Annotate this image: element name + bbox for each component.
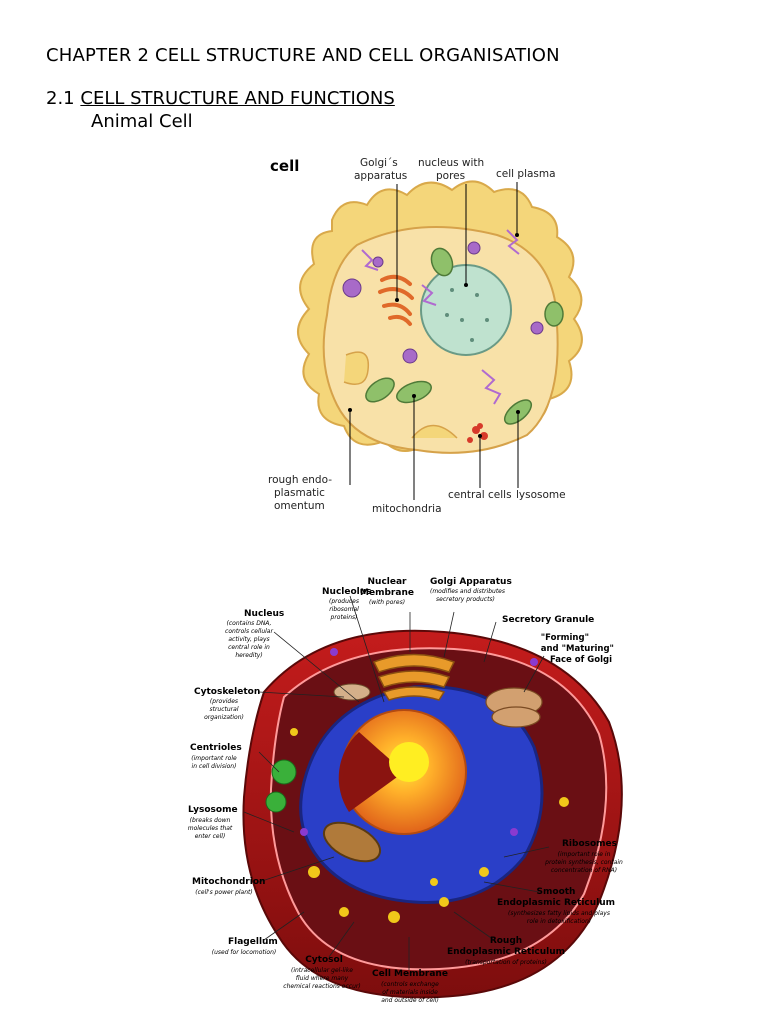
desc-centrioles-1: (important role [191,755,237,762]
label-rough-er-2: Endoplasmic Reticulum [447,947,565,957]
desc-membrane-1: (controls exchange [381,981,439,988]
desc-membrane-3: and outside of cell) [381,997,439,1004]
label-mitochondrion: Mitochondrion [192,877,265,887]
desc-cytosol-3: chemical reactions occur) [283,983,360,990]
animal-cell-3d-diagram: Nucleolus (produces ribosomal proteins) … [184,572,630,1012]
fig1-title: cell [270,157,299,175]
label-golgi-2: apparatus [354,170,407,182]
animal-cell-sketch: cell Golgi´s apparatus nucleus with pore… [262,150,634,518]
desc-flagellum: (used for locomotion) [212,949,277,956]
label-cytoskeleton: Cytoskeleton [194,687,260,697]
desc-lysosome-3: enter cell) [195,833,226,840]
desc-nucleolus-3: proteins) [330,614,358,621]
subsection-heading: Animal Cell [91,111,193,132]
label-smooth-2: Endoplasmic Reticulum [497,898,615,908]
label-forming-1: "Forming" [541,633,589,643]
label-central-cells: central cells [448,489,512,501]
label-rough-er-1: Rough [490,936,522,946]
label-nucleus-1: nucleus with [418,157,484,169]
label-cell-plasma: cell plasma [496,168,556,180]
label-cytosol: Cytosol [305,955,343,965]
desc-nucleus-5: heredity) [235,652,262,659]
desc-lysosome-2: molecules that [188,825,233,832]
label-nuclear-1: Nuclear [368,577,408,587]
desc-nucleus-2: controls cellular [225,628,273,635]
label-ribosomes: Ribosomes [562,839,617,849]
desc-nucleus-4: central role in [228,644,270,651]
section-number: 2.1 [46,88,75,109]
label-nucleus-2: pores [436,170,465,182]
desc-mitochondrion: (cell's power plant) [195,889,252,896]
desc-ribosomes-3: concentration of RNA) [551,867,617,874]
label-rough-3: omentum [274,500,325,512]
label-nuclear-2: Membrane [360,588,414,598]
desc-ribosomes-1: (important role in [558,851,611,858]
label-lysosome: lysosome [516,489,566,501]
desc-cytoskeleton-2: structural [209,706,238,713]
desc-smooth-1: (synthesizes fatty lipids and plays [508,910,610,917]
label-nucleus: Nucleus [244,609,284,619]
label-rough-2: plasmatic [274,487,325,499]
label-golgi: Golgi Apparatus [430,577,512,587]
desc-cytoskeleton-3: organization) [204,714,244,721]
label-nucleolus: Nucleolus [322,587,372,597]
label-cell-membrane: Cell Membrane [372,969,448,979]
label-secretory: Secretory Granule [502,615,594,625]
desc-rough-er: (transportation of proteins) [465,959,547,966]
section-heading: 2.1 CELL STRUCTURE AND FUNCTIONS [46,88,395,109]
desc-golgi-2: secretory products) [436,596,495,603]
desc-smooth-2: role in detoxification) [527,918,591,925]
section-title: CELL STRUCTURE AND FUNCTIONS [80,88,395,109]
label-lysosome-3d: Lysosome [188,805,238,815]
nucleolus-3d [389,742,429,782]
desc-centrioles-2: in cell division) [192,763,237,770]
desc-cytosol-2: fluid where many [296,975,349,982]
desc-cytoskeleton-1: (provides [210,698,238,705]
label-flagellum: Flagellum [228,937,278,947]
label-forming-3: Face of Golgi [550,655,612,665]
desc-nuclear: (with pores) [369,599,405,606]
desc-ribosomes-2: protein synthesis, contain [544,859,623,866]
desc-golgi-1: (modifies and distributes [430,588,505,595]
desc-nucleolus-2: ribosomal [329,606,359,613]
chapter-heading: CHAPTER 2 CELL STRUCTURE AND CELL ORGANI… [46,45,560,66]
label-centrioles: Centrioles [190,743,242,753]
mitochondrion-3d [322,821,382,863]
desc-cytosol-1: (intracellular gel-like [291,967,353,974]
label-smooth-1: Smooth [537,887,576,897]
desc-membrane-2: of materials inside [382,989,438,996]
desc-lysosome-1: (breaks down [190,817,231,824]
label-golgi-1: Golgi´s [360,157,398,169]
desc-nucleus-1: (contains DNA, [227,620,272,627]
label-rough-1: rough endo- [268,474,332,486]
label-mitochondria: mitochondria [372,503,442,515]
desc-nucleus-3: activity, plays [228,636,269,643]
label-forming-2: and "Maturing" [541,644,614,654]
desc-nucleolus-1: (produces [329,598,359,605]
